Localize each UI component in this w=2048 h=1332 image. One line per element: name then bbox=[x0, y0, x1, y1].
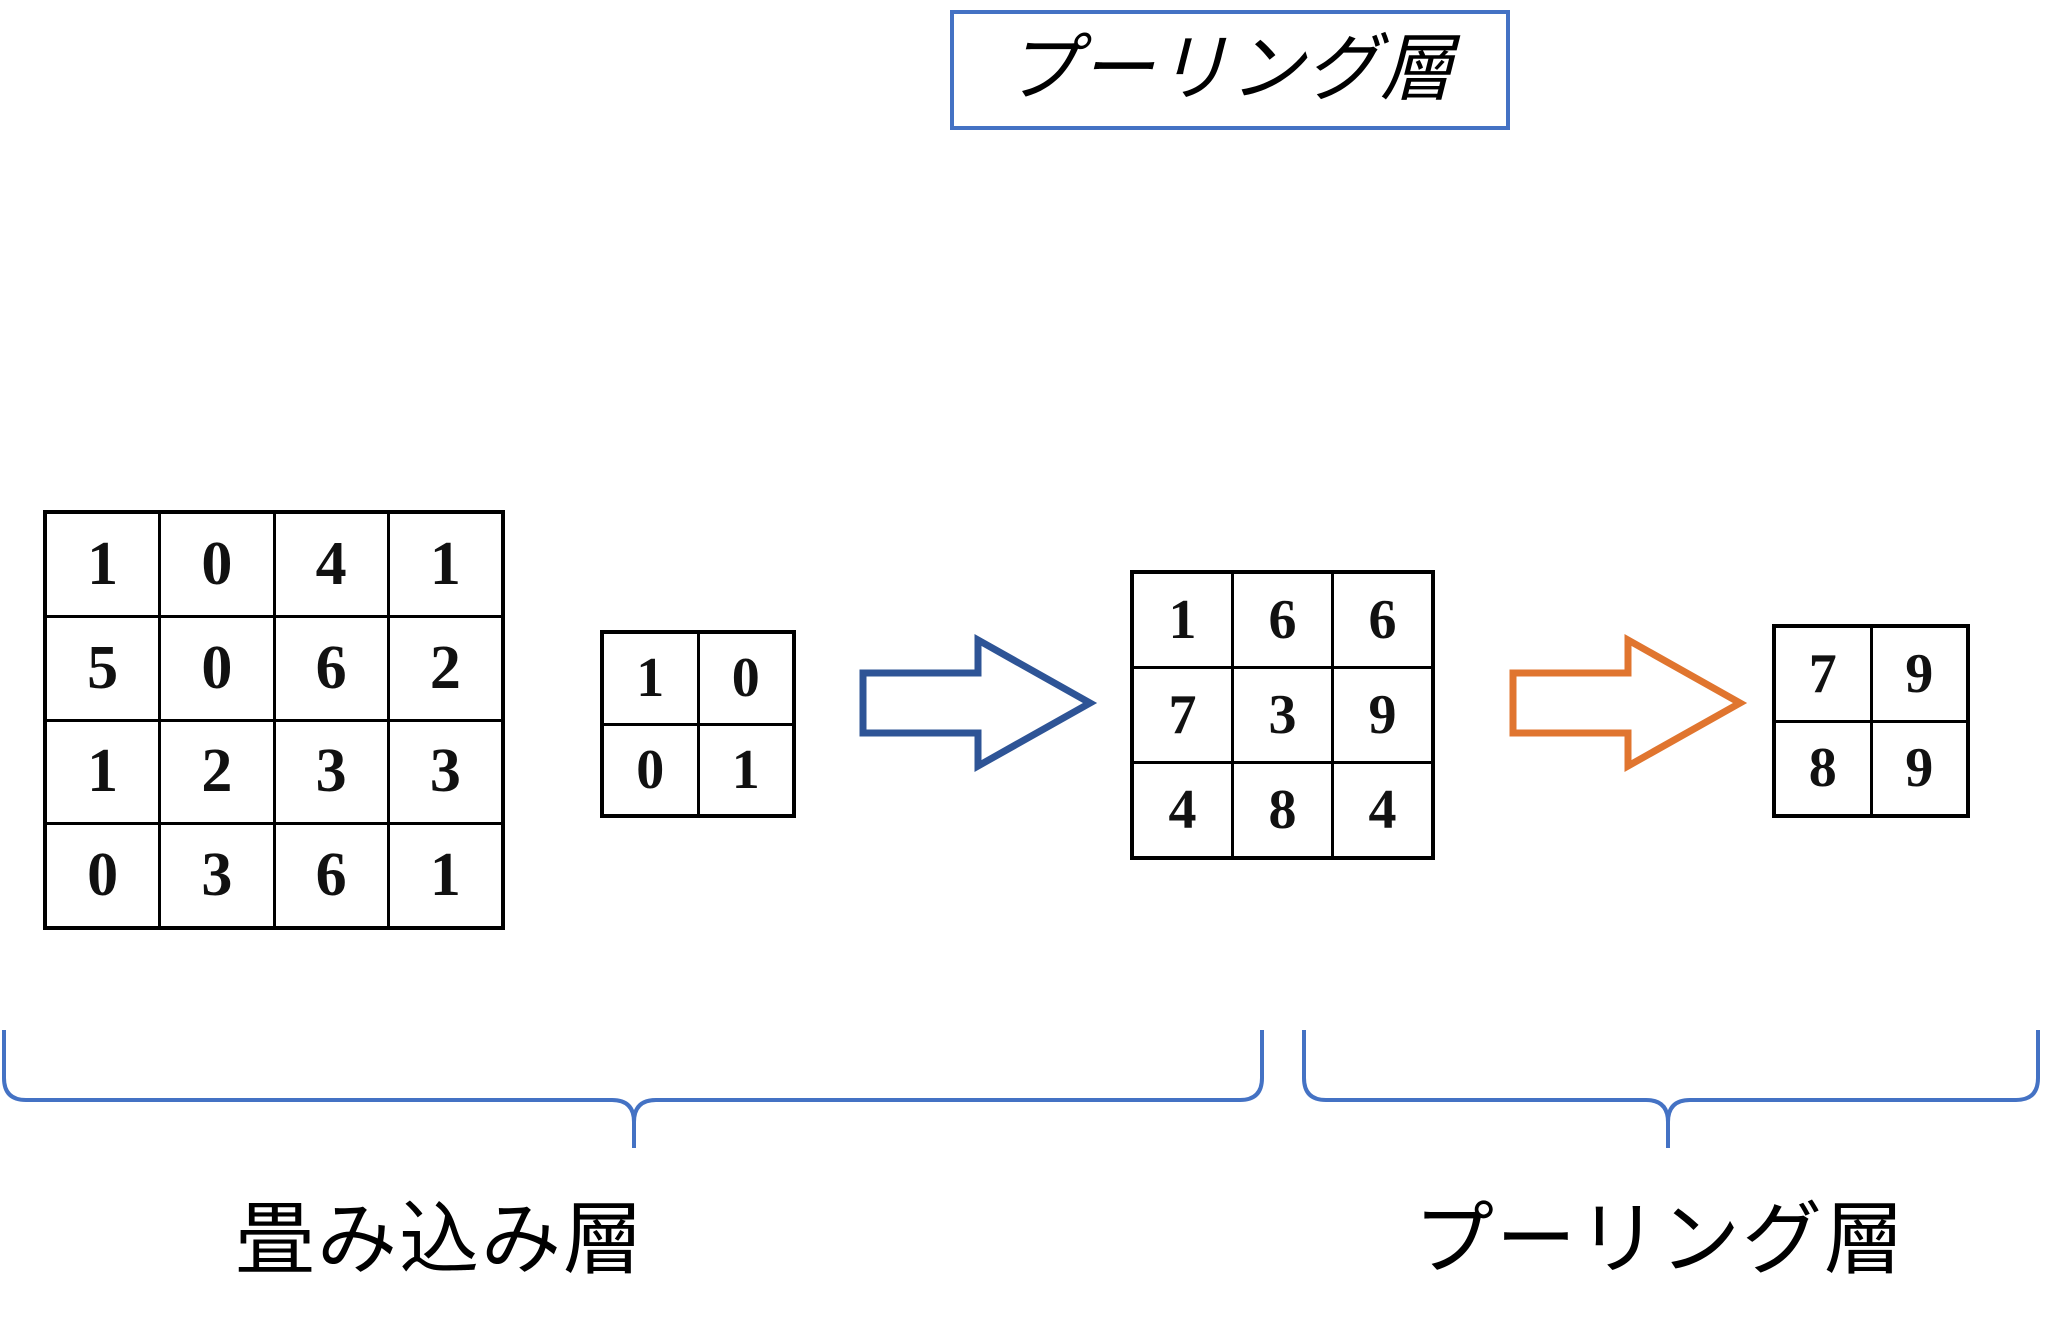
matrix-cell: 3 bbox=[161, 825, 273, 926]
matrix-cell: 0 bbox=[699, 634, 792, 723]
matrix-cell: 6 bbox=[275, 825, 387, 926]
matrix-cell: 8 bbox=[1776, 722, 1870, 814]
matrix-cell: 9 bbox=[1872, 628, 1966, 720]
matrix-cell: 1 bbox=[389, 825, 501, 926]
convolution-layer-label: 畳み込み層 bbox=[235, 1197, 645, 1285]
matrix-cell: 8 bbox=[1234, 764, 1331, 856]
input-feature-map-grid: 1 0 4 1 5 0 6 2 1 2 3 3 0 3 6 1 bbox=[43, 510, 505, 930]
matrix-cell: 2 bbox=[161, 721, 273, 823]
matrix-cell: 1 bbox=[389, 514, 501, 615]
curly-brace-down-icon bbox=[2, 1030, 1264, 1148]
matrix-cell: 1 bbox=[47, 514, 159, 615]
matrix-cell: 6 bbox=[1334, 574, 1431, 666]
matrix-cell: 6 bbox=[275, 617, 387, 719]
matrix-cell: 5 bbox=[47, 617, 159, 719]
matrix-cell: 0 bbox=[47, 825, 159, 926]
convolution-brace bbox=[2, 1030, 1264, 1148]
matrix-cell: 7 bbox=[1776, 628, 1870, 720]
convolution-arrow bbox=[859, 634, 1098, 772]
title-box: プーリング層 bbox=[950, 10, 1510, 130]
curly-brace-down-icon bbox=[1302, 1030, 2040, 1148]
pooling-brace bbox=[1302, 1030, 2040, 1148]
matrix-cell: 1 bbox=[1134, 574, 1231, 666]
matrix-cell: 9 bbox=[1872, 722, 1966, 814]
matrix-cell: 1 bbox=[604, 634, 697, 723]
matrix-cell: 9 bbox=[1334, 669, 1431, 761]
pooling-layer-label: プーリング層 bbox=[1414, 1197, 1906, 1285]
matrix-cell: 0 bbox=[604, 725, 697, 814]
pooling-arrow bbox=[1509, 634, 1748, 772]
matrix-cell: 3 bbox=[389, 721, 501, 823]
matrix-cell: 4 bbox=[275, 514, 387, 615]
matrix-cell: 0 bbox=[161, 514, 273, 615]
matrix-cell: 1 bbox=[47, 721, 159, 823]
page-title: プーリング層 bbox=[1005, 29, 1455, 111]
matrix-cell: 0 bbox=[161, 617, 273, 719]
convolved-feature-map-grid: 1 6 6 7 3 9 4 8 4 bbox=[1130, 570, 1435, 860]
pooled-output-grid: 7 9 8 9 bbox=[1772, 624, 1970, 818]
matrix-cell: 2 bbox=[389, 617, 501, 719]
matrix-cell: 4 bbox=[1134, 764, 1231, 856]
block-arrow-right-icon bbox=[1509, 634, 1748, 772]
block-arrow-right-icon bbox=[859, 634, 1098, 772]
matrix-cell: 3 bbox=[1234, 669, 1331, 761]
matrix-cell: 4 bbox=[1334, 764, 1431, 856]
matrix-cell: 3 bbox=[275, 721, 387, 823]
matrix-cell: 6 bbox=[1234, 574, 1331, 666]
matrix-cell: 1 bbox=[699, 725, 792, 814]
convolution-kernel-grid: 1 0 0 1 bbox=[600, 630, 796, 818]
matrix-cell: 7 bbox=[1134, 669, 1231, 761]
